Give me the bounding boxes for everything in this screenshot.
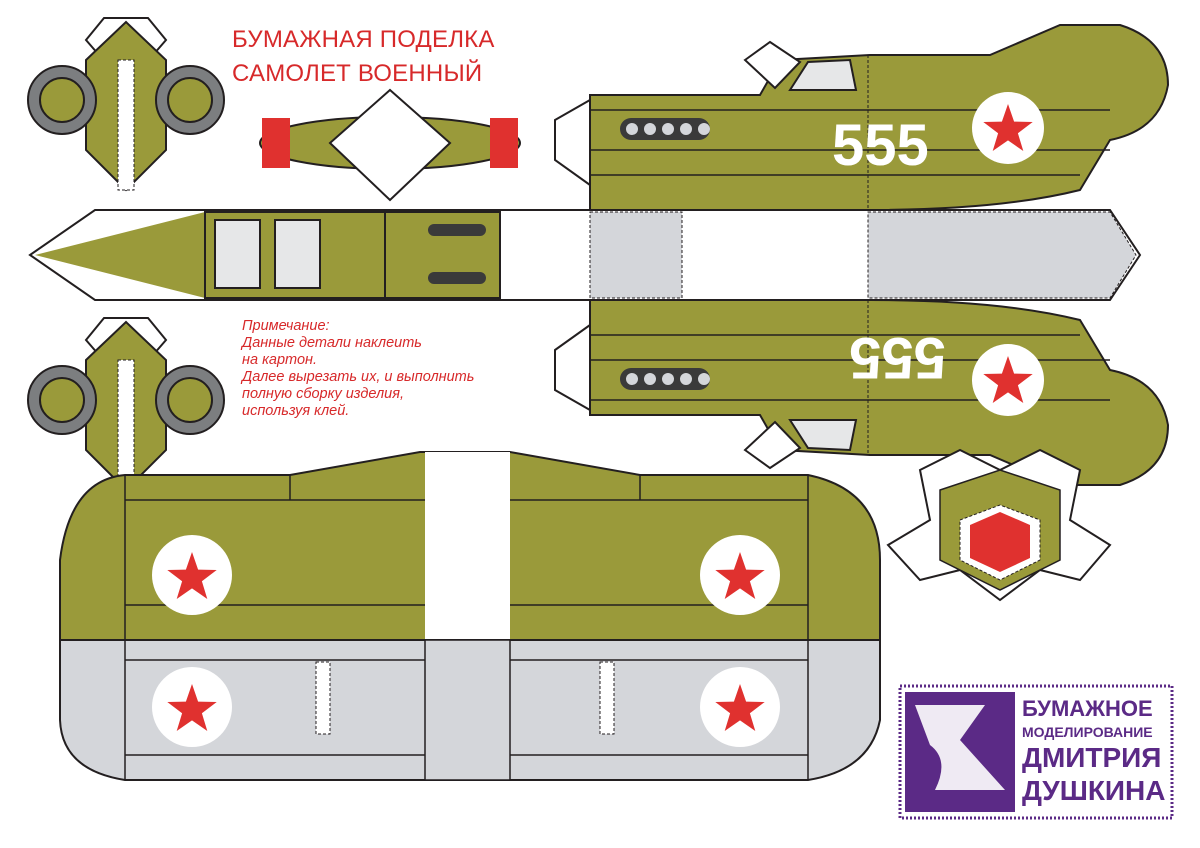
page-title-line2: САМОЛЕТ ВОЕННЫЙ bbox=[232, 60, 483, 87]
wheel-part-top bbox=[27, 17, 225, 192]
note-line: полную сборку изделия, bbox=[242, 386, 404, 402]
logo-text-line1: БУМАЖНОЕ bbox=[1022, 696, 1153, 721]
logo-text-line4: ДУШКИНА bbox=[1022, 775, 1166, 806]
note-line: используя клей. bbox=[242, 403, 350, 419]
fuselage-side-bottom: 555 bbox=[554, 299, 1170, 486]
aircraft-number-bottom: 555 bbox=[849, 325, 946, 390]
logo-text-line2: МОДЕЛИРОВАНИЕ bbox=[1022, 724, 1153, 740]
page-title-line1: БУМАЖНАЯ ПОДЕЛКА bbox=[232, 26, 495, 53]
tail-fin-part bbox=[886, 448, 1112, 602]
note-heading: Примечание: bbox=[242, 318, 330, 334]
aircraft-number-top: 555 bbox=[832, 113, 929, 178]
fuselage-side-top: 555 bbox=[554, 24, 1170, 211]
publisher-logo bbox=[898, 684, 1174, 820]
wheel-part-bottom bbox=[27, 317, 225, 492]
note-line: на картон. bbox=[242, 352, 318, 368]
note-line: Далее вырезать их, и выполнить bbox=[242, 369, 475, 385]
wing-bottom bbox=[59, 639, 881, 781]
assembly-note: Примечание: Данные детали наклеить на ка… bbox=[242, 318, 474, 420]
wing-top bbox=[59, 451, 881, 641]
fuselage-strip bbox=[28, 209, 1142, 301]
propeller-part bbox=[259, 88, 521, 202]
logo-text-line3: ДМИТРИЯ bbox=[1022, 742, 1162, 773]
note-line: Данные детали наклеить bbox=[242, 335, 422, 351]
